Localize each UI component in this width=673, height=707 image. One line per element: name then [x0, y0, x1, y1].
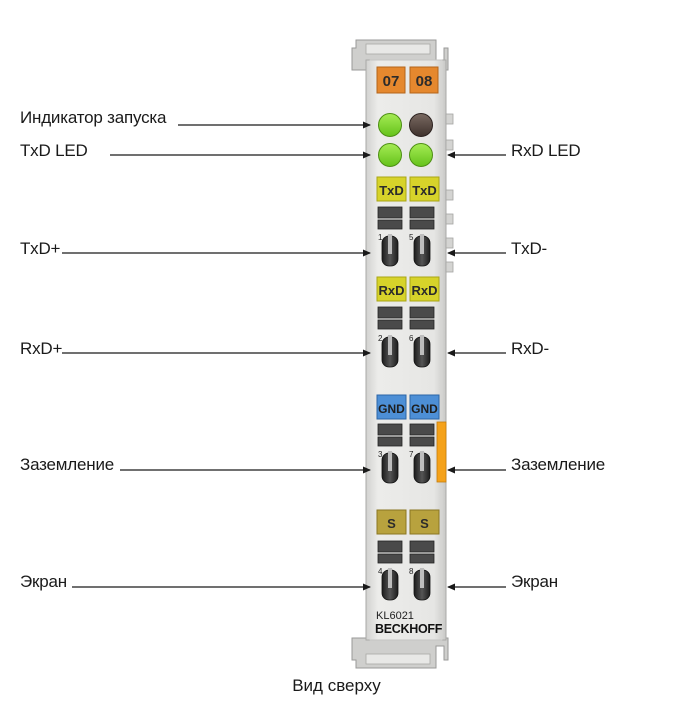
terminal-number-5: 5	[409, 233, 414, 242]
tag-gnd-left: GND	[376, 394, 407, 420]
top-tag-right: 08	[409, 66, 439, 94]
tag-rxd-left: RxD	[376, 276, 407, 302]
terminal-number-1: 1	[378, 233, 383, 242]
terminal-number-6: 6	[409, 334, 414, 343]
terminal-number-4: 4	[378, 567, 383, 576]
tag-rxd-left-text: RxD	[378, 283, 404, 298]
tag-s-left-text: S	[387, 516, 396, 531]
tag-gnd-right: GND	[409, 394, 440, 420]
callout-lines	[62, 121, 506, 591]
rxd-led	[409, 143, 433, 167]
tag-txd-left-text: TxD	[379, 183, 404, 198]
error-led	[409, 113, 433, 137]
label-txd-led: TxD LED	[20, 141, 88, 160]
label-shield-left: Экран	[20, 572, 67, 591]
label-shield-right: Экран	[511, 572, 558, 591]
terminal-block-2: 2 6	[377, 306, 435, 368]
label-run-led: Индикатор запуска	[20, 108, 167, 127]
brand-logo: BECKHOFF	[375, 622, 443, 636]
tag-s-right: S	[409, 509, 440, 535]
terminal-number-2: 2	[378, 334, 383, 343]
view-caption: Вид сверху	[292, 676, 381, 695]
module-housing	[365, 59, 447, 641]
top-tag-right-text: 08	[416, 73, 433, 90]
label-ground-left: Заземление	[20, 455, 114, 474]
tag-txd-right-text: TxD	[412, 183, 437, 198]
terminal-number-8: 8	[409, 567, 414, 576]
tag-txd-left: TxD	[376, 176, 407, 202]
side-contacts	[445, 113, 454, 273]
label-rxd-led: RxD LED	[511, 141, 581, 160]
top-tag-left: 07	[376, 66, 406, 94]
run-led	[378, 113, 402, 137]
txd-led	[378, 143, 402, 167]
terminal-block-3: 3 7	[377, 423, 435, 484]
terminal-number-3: 3	[378, 450, 383, 459]
tag-gnd-right-text: GND	[411, 402, 438, 416]
label-rxd-plus: RxD+	[20, 339, 63, 358]
tag-s-left: S	[376, 509, 407, 535]
tag-rxd-right: RxD	[409, 276, 440, 302]
model-label: KL6021	[376, 610, 414, 622]
terminal-number-7: 7	[409, 450, 414, 459]
tag-gnd-left-text: GND	[378, 402, 405, 416]
tag-txd-right: TxD	[409, 176, 440, 202]
label-rxd-minus: RxD-	[511, 339, 549, 358]
side-orange-latch	[436, 421, 447, 483]
terminal-block-4: 4 8	[377, 540, 435, 601]
top-tag-left-text: 07	[383, 73, 400, 90]
label-txd-minus: TxD-	[511, 239, 548, 258]
terminal-block-1: 1 5	[377, 206, 435, 267]
tag-rxd-right-text: RxD	[411, 283, 437, 298]
bottom-clip	[351, 637, 449, 669]
label-txd-plus: TxD+	[20, 239, 61, 258]
label-ground-right: Заземление	[511, 455, 605, 474]
tag-s-right-text: S	[420, 516, 429, 531]
